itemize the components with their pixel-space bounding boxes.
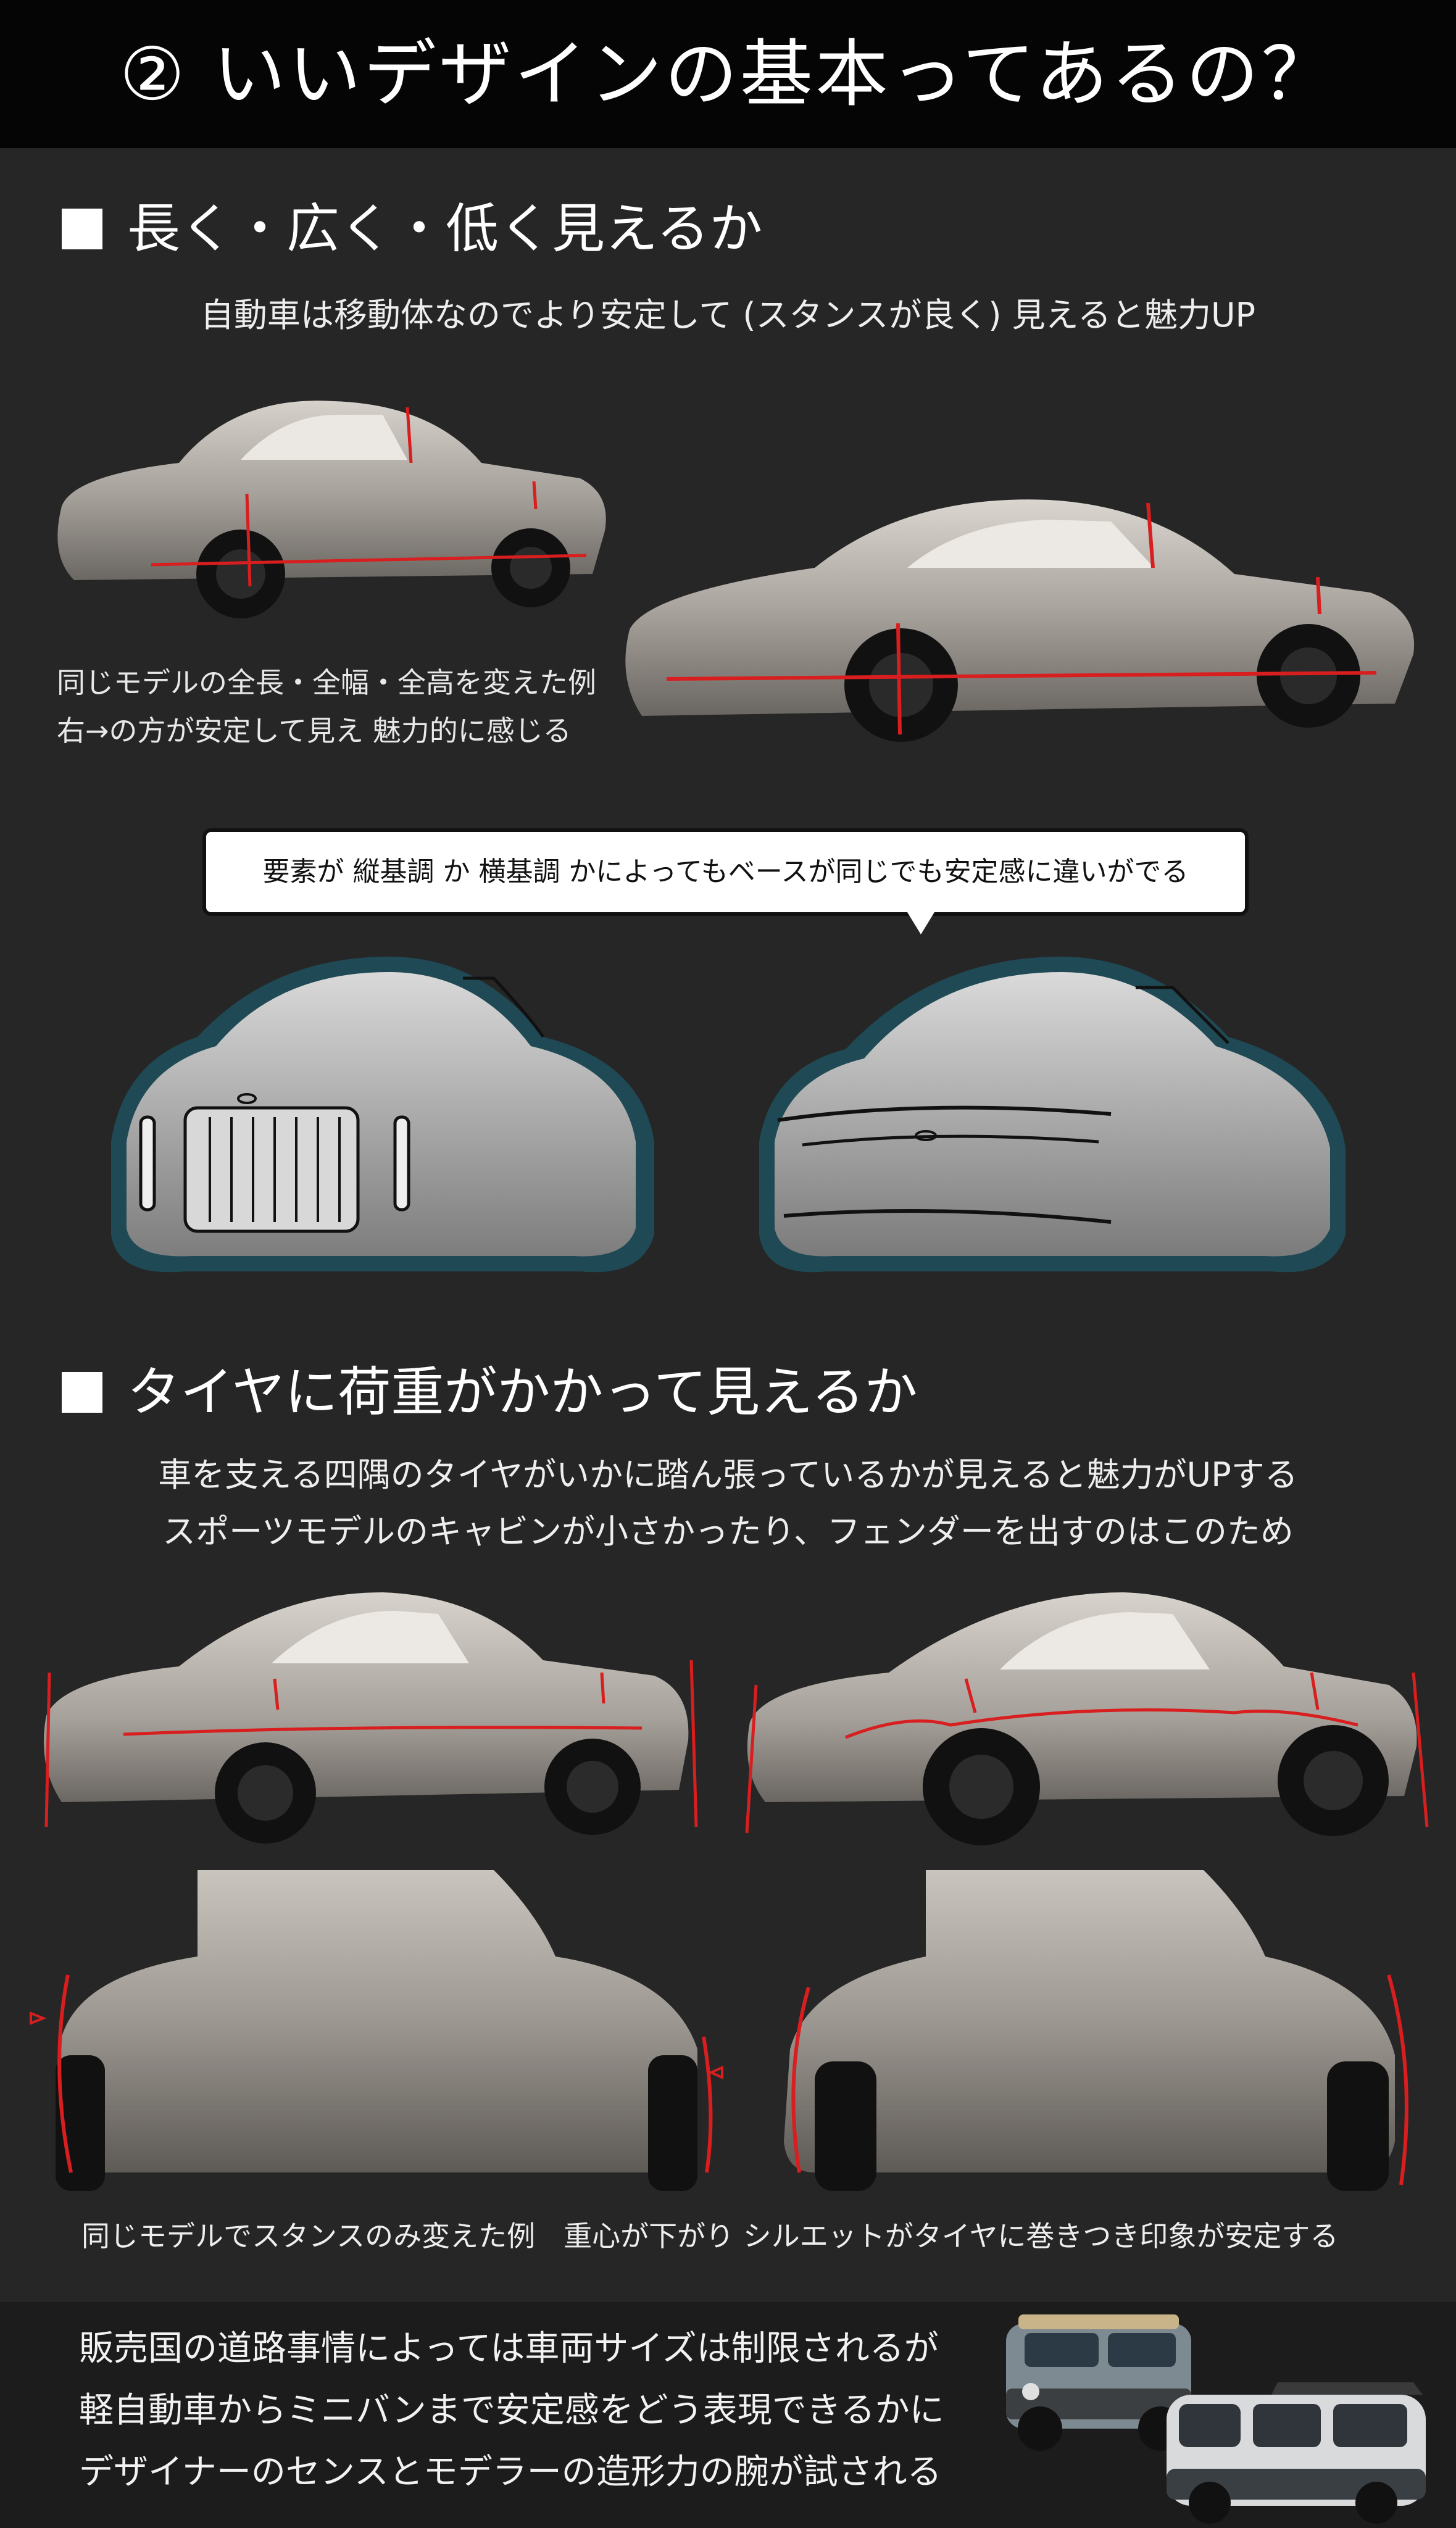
- section1-note-line2: 右→の方が安定して見え 魅力的に感じる: [57, 714, 572, 747]
- car-front-after: [784, 1870, 1408, 2191]
- car-side-after: [745, 1592, 1429, 1845]
- section-heading-2: タイヤに荷重がかかって見えるか: [62, 1349, 918, 1426]
- speech-bubble: 要素が 縦基調 か 横基調 かによってもベースが同じでも安定感に違いがでる: [202, 828, 1249, 916]
- section2-caption-line2: スポーツモデルのキャビンが小さかったり、フェンダーを出すのはこのため: [162, 1512, 1294, 1551]
- speech-bubble-tail: [907, 912, 934, 934]
- footer-line1: 販売国の道路事情によっては車両サイズは制限されるが: [79, 2329, 939, 2369]
- car-render-wide: [625, 499, 1415, 742]
- car-render-narrow: [57, 401, 606, 618]
- footer-line2: 軽自動車からミニバンまで安定感をどう表現できるかに: [79, 2390, 944, 2430]
- square-bullet-icon: [62, 209, 102, 249]
- square-bullet-icon: [62, 1372, 102, 1413]
- sketch-car-horizontal: [759, 957, 1346, 1273]
- section2-note: 同じモデルでスタンスのみ変えた例 重心が下がり シルエットがタイヤに巻きつき印象…: [81, 2219, 1339, 2253]
- section2-caption-line1: 車を支える四隅のタイヤがいかに踏ん張っているかが見えると魅力がUPする: [158, 1455, 1298, 1494]
- kei-car-photos: [1006, 2314, 1426, 2524]
- section-heading-1-text: 長く・広く・低く見えるか: [127, 198, 763, 260]
- car-side-before: [43, 1592, 698, 1844]
- section1-caption: 自動車は移動体なのでより安定して (スタンスが良く) 見えると魅力UP: [200, 296, 1256, 335]
- section-heading-2-text: タイヤに荷重がかかって見えるか: [127, 1362, 918, 1423]
- sketch-car-vertical: [111, 957, 654, 1273]
- footer-line3: デザイナーのセンスとモデラーの造形力の腕が試される: [79, 2452, 942, 2492]
- section1-note-line1: 同じモデルの全長・全幅・全高を変えた例: [57, 666, 596, 699]
- page-title: ② いいデザインの基本ってあるの？: [119, 31, 1337, 117]
- section-heading-1: 長く・広く・低く見えるか: [62, 185, 762, 262]
- title-bar: [0, 0, 1456, 148]
- car-front-before: [30, 1870, 723, 2191]
